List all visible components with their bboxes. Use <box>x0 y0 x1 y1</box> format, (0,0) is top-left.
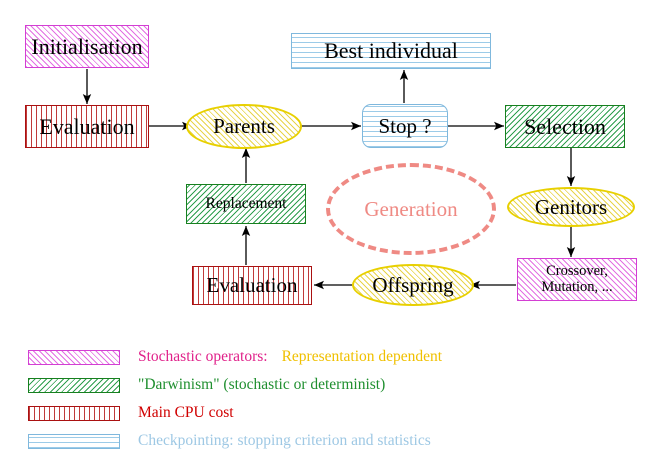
node-evaluation-top-label: Evaluation <box>39 113 135 139</box>
legend-row-cpu-cost: Main CPU cost <box>0 401 662 425</box>
node-generation-label: Generation <box>364 196 458 221</box>
legend-label-representation: Representation dependent <box>281 348 443 365</box>
node-initialisation-label: Initialisation <box>31 33 143 59</box>
legend-label-cpu-cost: Main CPU cost <box>138 404 234 421</box>
node-crossover-line1: Crossover, <box>546 263 608 280</box>
node-evaluation-bottom-label: Evaluation <box>206 273 298 298</box>
node-genitors-label: Genitors <box>534 194 608 219</box>
legend: Stochastic operators: Representation dep… <box>0 340 662 460</box>
node-generation-group: Generation <box>326 163 496 255</box>
legend-label-darwinism: "Darwinism" (stochastic or determinist) <box>138 376 386 393</box>
node-offspring[interactable]: Offspring <box>352 264 474 306</box>
legend-label-checkpointing: Checkpointing: stopping criterion and st… <box>138 432 431 449</box>
node-selection[interactable]: Selection <box>505 105 625 148</box>
node-stop-label: Stop ? <box>378 113 432 138</box>
legend-swatch-magenta-diagonal-hatch <box>28 349 120 365</box>
node-parents-label: Parents <box>213 114 275 139</box>
node-replacement-label: Replacement <box>205 194 287 212</box>
node-best-individual-label: Best individual <box>324 38 458 64</box>
legend-label-stochastic: Stochastic operators: <box>138 348 268 365</box>
node-best-individual[interactable]: Best individual <box>291 33 491 69</box>
node-crossover-mutation[interactable]: Crossover, Mutation, ... <box>517 258 637 301</box>
node-evaluation-top[interactable]: Evaluation <box>25 105 149 148</box>
legend-row-checkpointing: Checkpointing: stopping criterion and st… <box>0 429 662 453</box>
node-stop[interactable]: Stop ? <box>362 104 448 148</box>
legend-row-darwinism: "Darwinism" (stochastic or determinist) <box>0 373 662 397</box>
node-parents[interactable]: Parents <box>186 104 302 149</box>
legend-swatch-blue-horizontal-hatch <box>28 433 120 449</box>
legend-swatch-green-diagonal-hatch <box>28 377 120 393</box>
node-initialisation[interactable]: Initialisation <box>25 25 149 68</box>
flowchart-arrows <box>82 69 576 290</box>
legend-row-stochastic: Stochastic operators: Representation dep… <box>0 345 662 369</box>
legend-swatch-red-vertical-hatch <box>28 405 120 421</box>
node-crossover-line2: Mutation, ... <box>541 278 613 295</box>
node-selection-label: Selection <box>524 113 606 139</box>
node-replacement[interactable]: Replacement <box>186 184 306 224</box>
node-offspring-label: Offspring <box>372 272 454 297</box>
node-evaluation-bottom[interactable]: Evaluation <box>192 266 312 305</box>
node-genitors[interactable]: Genitors <box>507 187 635 227</box>
